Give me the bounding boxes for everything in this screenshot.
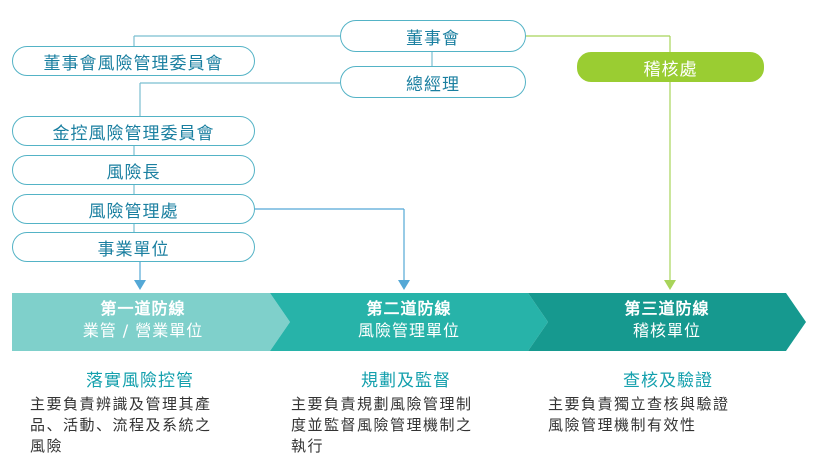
president-box: 總經理: [340, 66, 526, 98]
board-box: 董事會: [340, 20, 526, 52]
line3-band: [528, 293, 806, 351]
line2-desc-line: 度並監督風險管理機制之: [291, 416, 473, 434]
cro-box: 風險長: [12, 155, 255, 185]
line2-description: 主要負責規劃風險管理制 度並監督風險管理機制之 執行: [291, 394, 541, 457]
business-unit-box: 事業單位: [12, 232, 255, 262]
line1-label: 第一道防線 業管 / 營業單位: [12, 298, 274, 342]
line2-title: 第二道防線: [366, 299, 452, 318]
line1-subtitle: 業管 / 營業單位: [82, 321, 204, 340]
line2-band: [270, 293, 548, 351]
line3-heading: 查核及驗證: [623, 371, 713, 391]
line1-desc-line: 主要負責辨識及管理其產: [30, 395, 212, 413]
line3-subtitle: 稽核單位: [632, 321, 701, 340]
line2-heading: 規劃及監督: [361, 371, 451, 391]
line1-band: [12, 293, 290, 351]
board-risk-committee-box: 董事會風險管理委員會: [12, 46, 255, 76]
line3-desc-line: 主要負責獨立查核與驗證: [548, 395, 730, 413]
line3-desc-line: 風險管理機制有效性: [548, 416, 697, 434]
line1-description: 主要負責辨識及管理其產 品、活動、流程及系統之 風險: [30, 394, 280, 457]
line1-desc-line: 風險: [30, 437, 64, 455]
holding-risk-committee-box: 金控風險管理委員會: [12, 116, 255, 146]
line1-title: 第一道防線: [100, 299, 186, 318]
line2-label: 第二道防線 風險管理單位: [290, 298, 528, 342]
line2-subtitle: 風險管理單位: [357, 321, 460, 340]
line3-description: 主要負責獨立查核與驗證 風險管理機制有效性: [548, 394, 798, 436]
line3-label: 第三道防線 稽核單位: [548, 298, 786, 342]
line3-title: 第三道防線: [624, 299, 710, 318]
audit-office-box: 稽核處: [577, 52, 764, 82]
line2-desc-line: 執行: [291, 437, 325, 455]
line1-heading: 落實風險控管: [86, 371, 194, 391]
risk-dept-box: 風險管理處: [12, 194, 255, 224]
line2-desc-line: 主要負責規劃風險管理制: [291, 395, 473, 413]
line1-desc-line: 品、活動、流程及系統之: [30, 416, 212, 434]
